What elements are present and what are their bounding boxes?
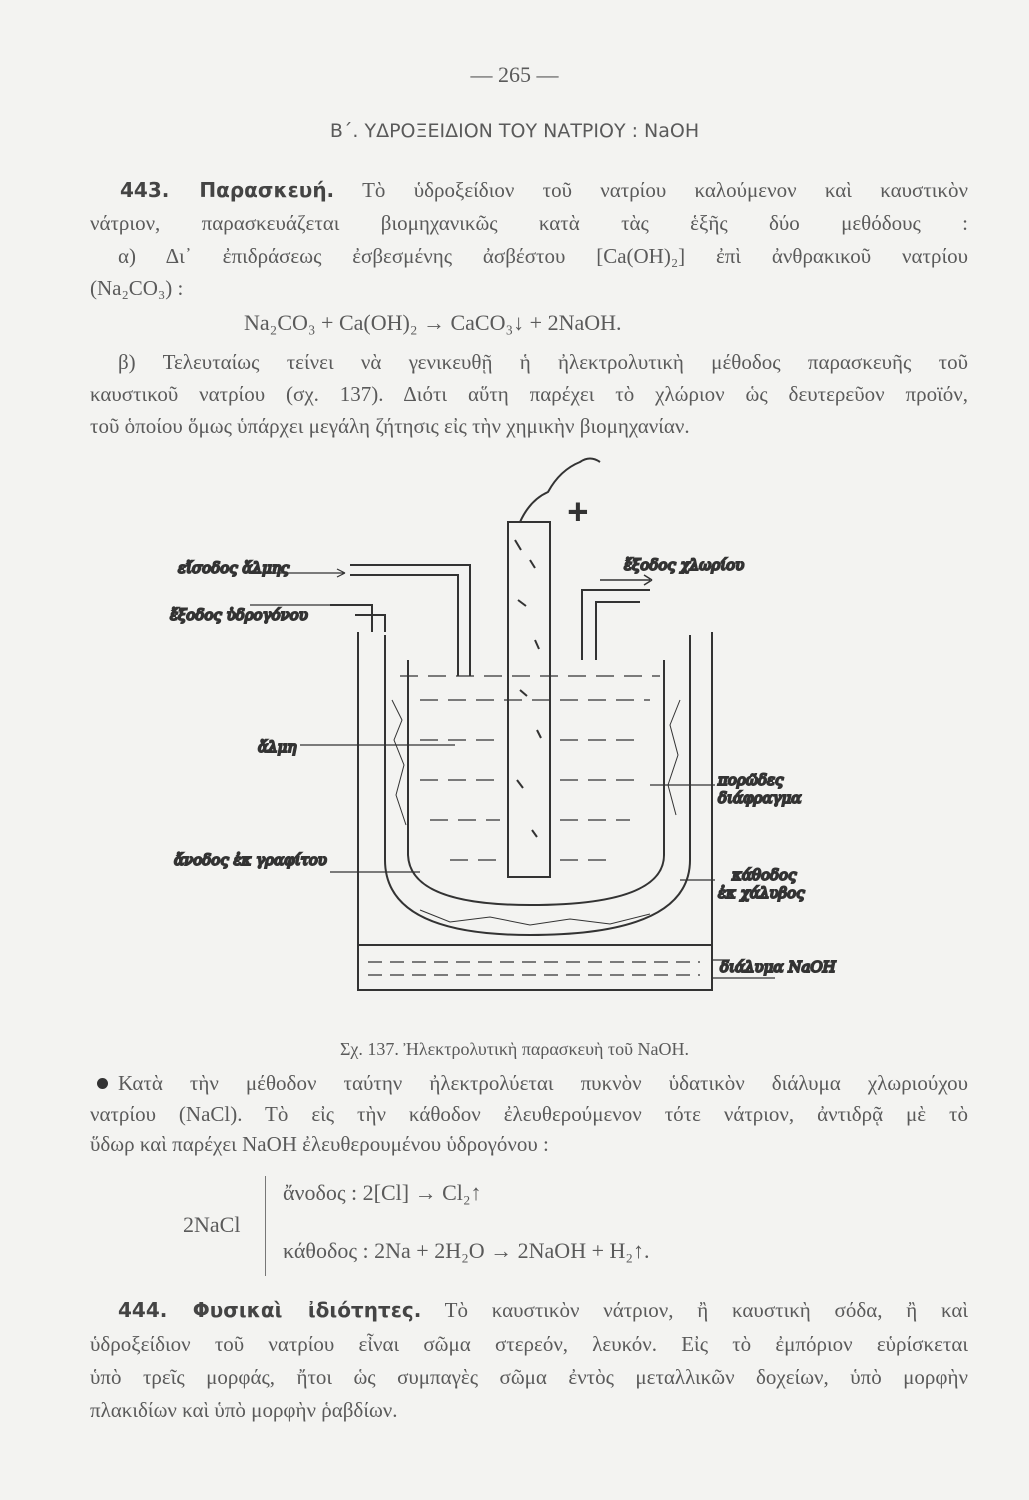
hydrogen-outlet-label: ἔξοδος ὑδρογόνου <box>170 606 308 624</box>
paragraph-line: πλακιδίων καὶ ὑπὸ μορφὴν ῥαβδίων. <box>90 1398 398 1422</box>
brine-inlet-label: εἴσοδος ἅλμης <box>178 559 290 577</box>
naoh-solution-label: διάλυμα NaOH <box>720 958 837 976</box>
brine-label: ἅλμη <box>258 738 296 756</box>
paragraph-line: νάτριον, παρασκευάζεται βιομηχανικῶς κατ… <box>90 211 968 235</box>
page-number: — 265 — <box>470 62 559 87</box>
paragraph-line: 444. Φυσικαὶ ἰδιότητες. Τὸ καυστικὸν νάτ… <box>118 1298 969 1322</box>
porous-diaphragm-label: πορῶδες <box>717 771 784 789</box>
chlorine-outlet-pipe <box>581 589 650 660</box>
paragraph-line: α) Δι᾽ ἐπιδράσεως ἐσβεσμένης ἀσβέστου [C… <box>118 244 968 268</box>
brace-line <box>265 1176 266 1276</box>
brine-inlet-pipe <box>350 564 471 676</box>
paragraph-line: νατρίου (NaCl). Τὸ εἰς τὴν κάθοδον ἐλευθ… <box>90 1102 968 1126</box>
paragraph-line: β) Τελευταίως τείνει νὰ γενικευθῇ ἡ ἠλεκ… <box>118 350 968 374</box>
figure-caption: Σχ. 137. Ἠλεκτρολυτικὴ παρασκευὴ τοῦ NaO… <box>339 1039 690 1059</box>
electrolysis-cell-diagram: + εἴσοδος ἅλμης ἔξοδος ὑδρογόνου ἔξοδος … <box>169 457 838 991</box>
steel-cathode-label: ἐκ χάλυβος <box>718 884 805 902</box>
equation: Na₂CO₃ + Ca(OH)₂ → CaCO₃↓ + 2NaOH. <box>244 310 622 335</box>
outer-tank <box>357 632 713 991</box>
graphite-anode-label: ἄνοδος ἐκ γραφίτου <box>174 851 327 869</box>
steel-cathode-label: κάθοδος <box>731 866 797 884</box>
chlorine-outlet-label: ἔξοδος χλωρίου <box>624 556 744 574</box>
section-title: 444. Φυσικαὶ ἰδιότητες. <box>118 1298 422 1322</box>
chapter-heading: Β΄. ΥΔΡΟΞΕΙΔΙΟΝ ΤΟΥ ΝΑΤΡΙΟΥ : NaOH <box>329 120 700 142</box>
paragraph-line: 443. Παρασκευή. Τὸ ὑδροξείδιον τοῦ νατρί… <box>120 178 968 202</box>
hydrogen-outlet-pipe <box>330 604 386 632</box>
porous-diaphragm <box>384 635 691 937</box>
paragraph-line: ὕδωρ καὶ παρέχει NaOH ἐλευθερουμένου ὑδρ… <box>90 1132 549 1156</box>
porous-diaphragm-label: διάφραγμα <box>718 789 801 807</box>
cathode-equation: κάθοδος : 2Na + 2H₂O → 2NaOH + H₂↑. <box>283 1238 650 1263</box>
bullet-icon <box>97 1078 108 1089</box>
paragraph-line: τοῦ ὁποίου ὅμως ὑπάρχει μεγάλη ζήτησις ε… <box>90 414 690 438</box>
paragraph-line: καυστικοῦ νατρίου (σχ. 137). Διότι αὕτη … <box>90 382 968 406</box>
brine-level <box>400 675 660 861</box>
paragraph-line: ὑπὸ τρεῖς μορφάς, ἤτοι ὡς συμπαγὲς σῶμα … <box>90 1365 968 1389</box>
section-title: 443. Παρασκευή. <box>120 178 335 202</box>
paragraph-line: Κατὰ τὴν μέθοδον ταύτην ἠλεκτρολύεται πυ… <box>118 1071 968 1095</box>
reactant: 2NaCl <box>183 1212 241 1237</box>
anode-equation: ἄνοδος : 2[Cl] → Cl₂↑ <box>283 1180 482 1205</box>
graphite-anode <box>507 457 601 878</box>
paragraph-line: ὑδροξείδιον τοῦ νατρίου εἶναι σῶμα στερε… <box>90 1332 968 1356</box>
paragraph-line: (Na₂CO₃) : <box>90 276 184 300</box>
plus-terminal-label: + <box>567 497 589 527</box>
